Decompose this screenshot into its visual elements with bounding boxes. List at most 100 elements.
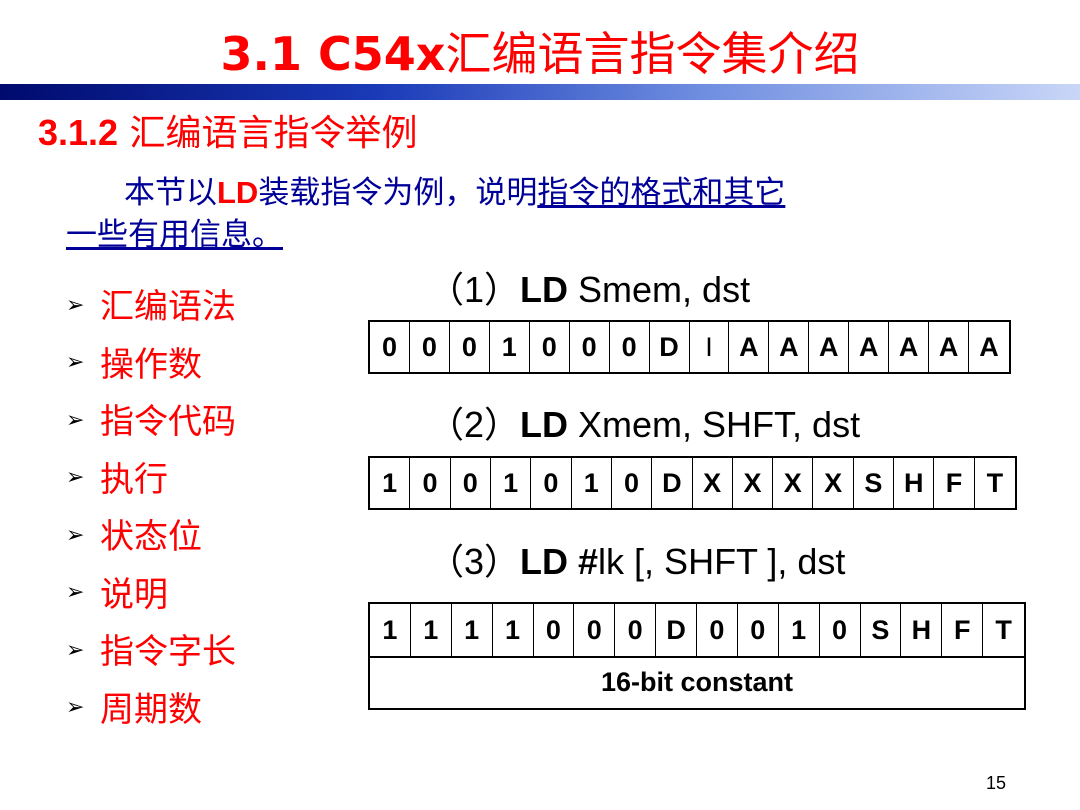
opcode-bit-cell: A (929, 322, 970, 372)
opcode-bit-cell: 0 (410, 322, 450, 372)
format-1-heading: （1）LD Smem, dst (428, 268, 750, 312)
topic-list: ➢ 汇编语法 ➢ 操作数 ➢ 指令代码 ➢ 执行 ➢ 状态位 ➢ 说明 ➢ 指令字长 ➢ 周期数 (66, 284, 236, 744)
opcode-bit-cell: 1 (370, 458, 411, 508)
intro-line-2: 一些有用信息。 (66, 214, 283, 256)
intro-ld-keyword: LD (217, 175, 259, 210)
opcode-bit-cell: 0 (534, 604, 575, 656)
section-heading-text: 汇编语言指令举例 (118, 113, 418, 154)
opcode-bit-cell: 0 (615, 604, 657, 656)
opcode-bit-cell: 0 (450, 322, 490, 372)
format-mnemonic: LD (520, 404, 569, 445)
list-item: ➢ 周期数 (66, 687, 236, 745)
list-item-label: 指令代码 (100, 402, 236, 442)
opcode-bit-cell: S (854, 458, 895, 508)
opcode-bit-cell: A (979, 332, 999, 362)
opcode-bit-cell: X (773, 458, 814, 508)
opcode-bit-cell: 1 (491, 458, 532, 508)
opcode-bit-cell: X (693, 458, 733, 508)
opcode-bit-cell: I (690, 322, 730, 372)
opcode-bit-cell: 0 (574, 604, 616, 656)
opcode-bit-cell: 1 (493, 604, 534, 656)
list-item: ➢ 指令字长 (66, 629, 236, 687)
format-3-second-word: 16-bit constant (368, 656, 1026, 710)
opcode-bit-cell: A (809, 322, 850, 372)
opcode-bit-cell: 0 (697, 604, 738, 656)
opcode-bit-cell: 0 (738, 604, 779, 656)
intro-link-part-2[interactable]: 一些有用信息。 (66, 217, 283, 253)
opcode-bit-cell: 0 (612, 458, 653, 508)
opcode-bit-cell: 0 (531, 458, 572, 508)
arrow-bullet-icon: ➢ (66, 522, 85, 548)
opcode-bit-cell: T (986, 468, 1004, 498)
format-label: （1） (428, 269, 521, 310)
opcode-bit-cell: 1 (411, 604, 452, 656)
list-item-label: 指令字长 (100, 632, 236, 672)
format-operands: Smem, dst (568, 269, 751, 310)
intro-text-1: 本节以 (124, 175, 217, 211)
opcode-bit-cell: D (652, 458, 693, 508)
opcode-bit-cell: X (733, 458, 774, 508)
slide-title: 3.1 C54x汇编语言指令集介绍 (0, 22, 1080, 86)
opcode-bit-cell: 1 (370, 604, 411, 656)
opcode-bit-cell: 0 (451, 458, 491, 508)
list-item: ➢ 执行 (66, 457, 236, 515)
list-item-label: 执行 (100, 459, 168, 500)
opcode-bit-cell: H (894, 458, 935, 508)
arrow-bullet-icon: ➢ (66, 350, 85, 375)
arrow-bullet-icon: ➢ (66, 465, 85, 490)
format-mnemonic: LD # (520, 541, 599, 582)
opcode-bit-cell: F (942, 604, 984, 656)
title-divider-bar (0, 84, 1080, 100)
opcode-bit-cell: X (813, 458, 854, 508)
opcode-bit-cell: T (995, 615, 1012, 645)
format-mnemonic: LD (520, 269, 569, 310)
list-item-label: 操作数 (100, 344, 202, 385)
opcode-bit-cell: 1 (490, 322, 530, 372)
format-label: （3） (428, 541, 521, 582)
opcode-bit-cell: 0 (410, 458, 451, 508)
opcode-bit-cell: A (889, 322, 930, 372)
format-2-heading: （2）LD Xmem, SHFT, dst (428, 403, 860, 447)
list-item-label: 周期数 (100, 689, 202, 730)
intro-link-part-1[interactable]: 指令的格式和其它 (537, 175, 786, 211)
list-item: ➢ 指令代码 (66, 399, 236, 457)
title-prefix: 3.1 C54x (220, 27, 446, 81)
list-item: ➢ 汇编语法 (66, 284, 236, 342)
section-subtitle: 3.1.2 汇编语言指令举例 (38, 108, 418, 159)
opcode-bit-cell: 0 (820, 604, 861, 656)
opcode-bit-cell: A (769, 322, 810, 372)
opcode-bit-cell: 1 (572, 458, 612, 508)
arrow-bullet-icon: ➢ (66, 580, 85, 605)
section-number: 3.1.2 (38, 112, 119, 153)
list-item-label: 汇编语法 (100, 287, 236, 327)
page-number: 15 (986, 773, 1007, 793)
opcode-bit-cell: A (849, 322, 890, 372)
opcode-bit-cell: 1 (452, 604, 493, 656)
opcode-bit-cell: H (901, 604, 943, 656)
opcode-bit-cell: D (650, 322, 690, 372)
list-item: ➢ 状态位 (66, 514, 236, 572)
format-3-heading: （3）LD #lk [, SHFT ], dst (428, 540, 845, 584)
opcode-bit-cell: A (729, 322, 770, 372)
list-item: ➢ 操作数 (66, 342, 236, 400)
list-item: ➢ 说明 (66, 572, 236, 630)
format-operands: Xmem, SHFT, dst (568, 404, 861, 445)
arrow-bullet-icon: ➢ (66, 292, 85, 318)
arrow-bullet-icon: ➢ (66, 407, 85, 433)
format-operands: lk [, SHFT ], dst (598, 541, 846, 582)
opcode-bit-cell: 0 (530, 322, 570, 372)
opcode-bit-cell: 0 (610, 322, 650, 372)
title-text: 汇编语言指令集介绍 (445, 27, 860, 81)
format-label: （2） (428, 404, 521, 445)
intro-line-1: 本节以LD装载指令为例，说明指令的格式和其它 (124, 172, 785, 214)
arrow-bullet-icon: ➢ (66, 695, 85, 720)
arrow-bullet-icon: ➢ (66, 637, 85, 663)
opcode-bit-cell: 1 (779, 604, 820, 656)
list-item-label: 说明 (100, 574, 168, 615)
opcode-bit-cell: D (656, 604, 697, 656)
opcode-bit-cell: S (861, 604, 902, 656)
list-item-label: 状态位 (100, 517, 202, 557)
